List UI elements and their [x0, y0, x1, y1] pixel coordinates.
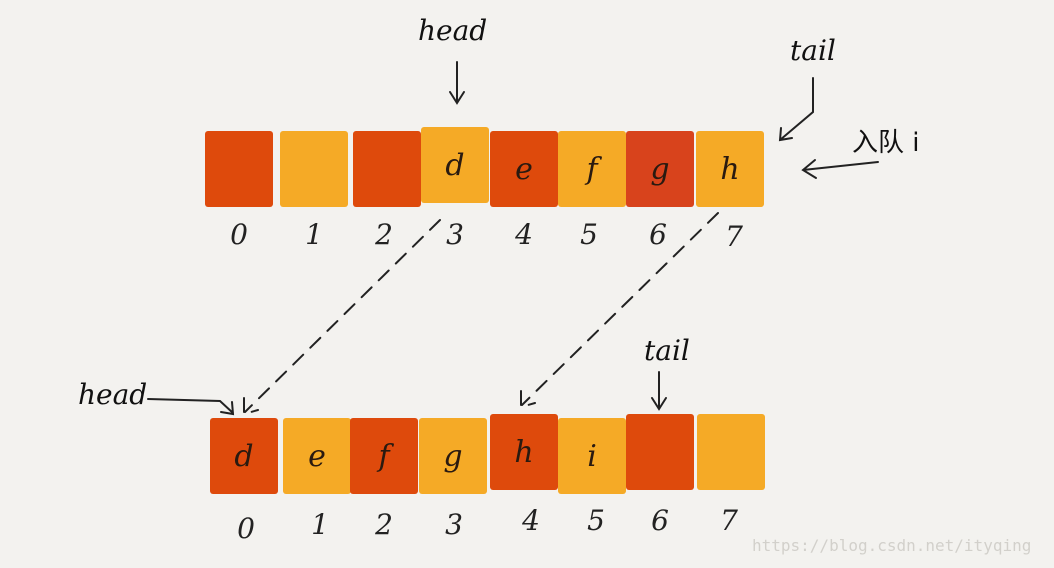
bottom-cell-0: d: [210, 418, 278, 494]
enqueue-arrow: [801, 159, 879, 179]
head-arrow-top: [449, 61, 465, 105]
bottom-index-4: 4: [522, 504, 540, 537]
bottom-cell-1: e: [283, 418, 351, 494]
top-cell-7: h: [696, 131, 764, 207]
bottom-index-7: 7: [720, 504, 738, 537]
move-arrow-h: [520, 212, 719, 409]
head-label-top: head: [418, 14, 488, 47]
head-label-bottom: head: [78, 378, 148, 411]
top-cell-6: g: [626, 131, 694, 207]
tail-arrow-top: [778, 77, 814, 142]
tail-label-top: tail: [790, 34, 836, 67]
top-cell-3: d: [421, 127, 489, 203]
top-index-4: 4: [515, 218, 533, 251]
top-index-3: 3: [446, 218, 464, 251]
enqueue-label: 入队 i: [852, 128, 920, 158]
bottom-cell-3: g: [419, 418, 487, 494]
top-index-7: 7: [725, 220, 743, 253]
top-cell-1: [280, 131, 348, 207]
bottom-cell-5: i: [558, 418, 626, 494]
top-index-2: 2: [375, 218, 393, 251]
head-arrow-bottom: [147, 398, 235, 416]
bottom-cell-7: [697, 414, 765, 490]
top-cell-5: f: [558, 131, 626, 207]
bottom-cell-4: h: [490, 414, 558, 490]
tail-label-bottom: tail: [644, 334, 690, 367]
bottom-index-5: 5: [587, 504, 605, 537]
bottom-cell-6: [626, 414, 694, 490]
bottom-index-3: 3: [445, 508, 463, 541]
watermark: https://blog.csdn.net/ityqing: [752, 536, 1032, 555]
tail-arrow-bottom: [651, 371, 667, 411]
top-cell-0: [205, 131, 273, 207]
top-cell-2: [353, 131, 421, 207]
move-arrow-d: [243, 219, 441, 416]
bottom-cell-2: f: [350, 418, 418, 494]
top-index-0: 0: [230, 218, 248, 251]
top-index-5: 5: [580, 218, 598, 251]
bottom-index-6: 6: [651, 504, 669, 537]
top-cell-4: e: [490, 131, 558, 207]
bottom-index-2: 2: [375, 508, 393, 541]
bottom-index-0: 0: [237, 512, 255, 545]
top-index-6: 6: [649, 218, 667, 251]
bottom-index-1: 1: [311, 508, 329, 541]
top-index-1: 1: [305, 218, 323, 251]
